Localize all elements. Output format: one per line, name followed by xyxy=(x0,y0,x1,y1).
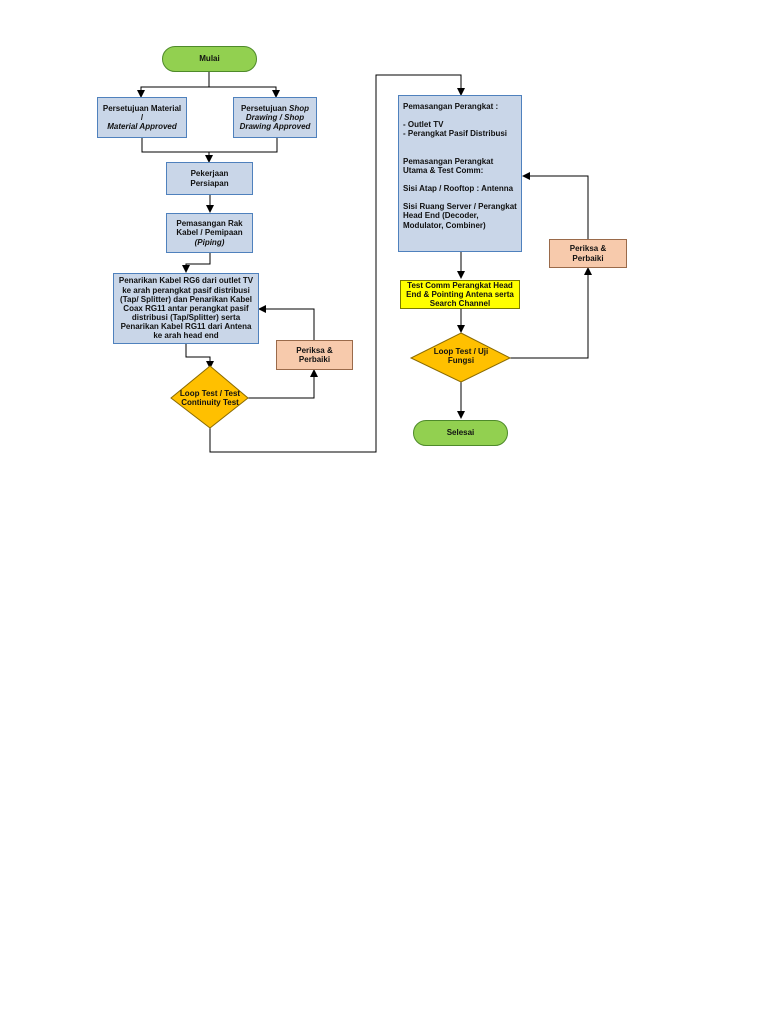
check1-label: Periksa & Perbaiki xyxy=(296,345,333,364)
rack-line2: Kabel / Pemipaan xyxy=(176,228,243,238)
cabling-box: Penarikan Kabel RG6 dari outlet TV ke ar… xyxy=(113,273,259,344)
material-line2: Material Approved xyxy=(107,122,177,132)
start-terminal: Mulai xyxy=(162,46,257,72)
connector-rack-cabling xyxy=(182,253,211,273)
drawing-italic3: Drawing Approved xyxy=(239,122,311,132)
install-roof: Sisi Atap / Rooftop : Antenna xyxy=(403,183,514,193)
connector-split-drawing xyxy=(209,86,280,98)
rack-line1: Pemasangan Rak xyxy=(176,219,243,229)
drawing-italic2: Drawing / Shop xyxy=(245,112,305,122)
material-approval-box: Persetujuan Material / Material Approved xyxy=(97,97,187,138)
drawing-approval-box: Persetujuan Shop Drawing / Shop Drawing … xyxy=(233,97,317,138)
cabling-label: Penarikan Kabel RG6 dari outlet TV ke ar… xyxy=(118,276,254,341)
loop2-diamond xyxy=(409,332,512,383)
loop1-diamond xyxy=(170,365,249,429)
connector-loop1-check1 xyxy=(248,369,318,399)
install-title: Pemasangan Perangkat : xyxy=(403,102,499,111)
drawing-prefix: Persetujuan xyxy=(240,103,287,113)
connector-material-merge xyxy=(141,138,278,153)
loop2-label: Loop Test / Uji Fungsi xyxy=(425,345,497,367)
preparation-label: Pekerjaan Persiapan xyxy=(190,169,229,188)
loop1-label: Loop Test / Test Continuity Test xyxy=(176,386,244,410)
start-label: Mulai xyxy=(199,54,220,64)
rack-box: Pemasangan Rak Kabel / Pemipaan (Piping) xyxy=(166,213,253,253)
install-item1: - Outlet TV xyxy=(403,120,444,130)
end-label: Selesai xyxy=(446,428,475,438)
check-fix-box-2: Periksa & Perbaiki xyxy=(549,239,627,268)
material-line1: Persetujuan Material / xyxy=(102,103,182,122)
connector-check1-cabling xyxy=(258,305,315,340)
end-terminal: Selesai xyxy=(413,420,508,446)
loop1-line2: Continuity Test xyxy=(181,398,239,407)
loop2-line2: Fungsi xyxy=(447,356,475,365)
connector-loop1-install xyxy=(209,74,465,453)
test-comm-box: Test Comm Perangkat Head End & Pointing … xyxy=(400,280,520,309)
connector-loop2-check2 xyxy=(510,267,592,359)
loop2-line1: Loop Test / Uji xyxy=(433,346,489,356)
rack-line3: (Piping) xyxy=(194,237,225,247)
preparation-box: Pekerjaan Persiapan xyxy=(166,162,253,195)
check2-label: Periksa & Perbaiki xyxy=(569,244,607,263)
loop1-line1: Loop Test / Test xyxy=(179,388,241,398)
connector-start-split xyxy=(137,72,210,98)
install-main: Pemasangan Perangkat Utama & Test Comm: xyxy=(403,156,494,175)
check-fix-box-1: Periksa & Perbaiki xyxy=(276,340,353,370)
install-box: Pemasangan Perangkat : - Outlet TV - Per… xyxy=(398,95,522,252)
install-server: Sisi Ruang Server / Perangkat Head End (… xyxy=(403,202,517,230)
connector-check2-install xyxy=(522,172,589,239)
drawing-italic1: Shop xyxy=(289,103,309,113)
test-comm-label: Test Comm Perangkat Head End & Pointing … xyxy=(406,280,514,309)
connector-cabling-loop1 xyxy=(185,344,214,369)
install-item2: - Perangkat Pasif Distribusi xyxy=(403,129,508,139)
